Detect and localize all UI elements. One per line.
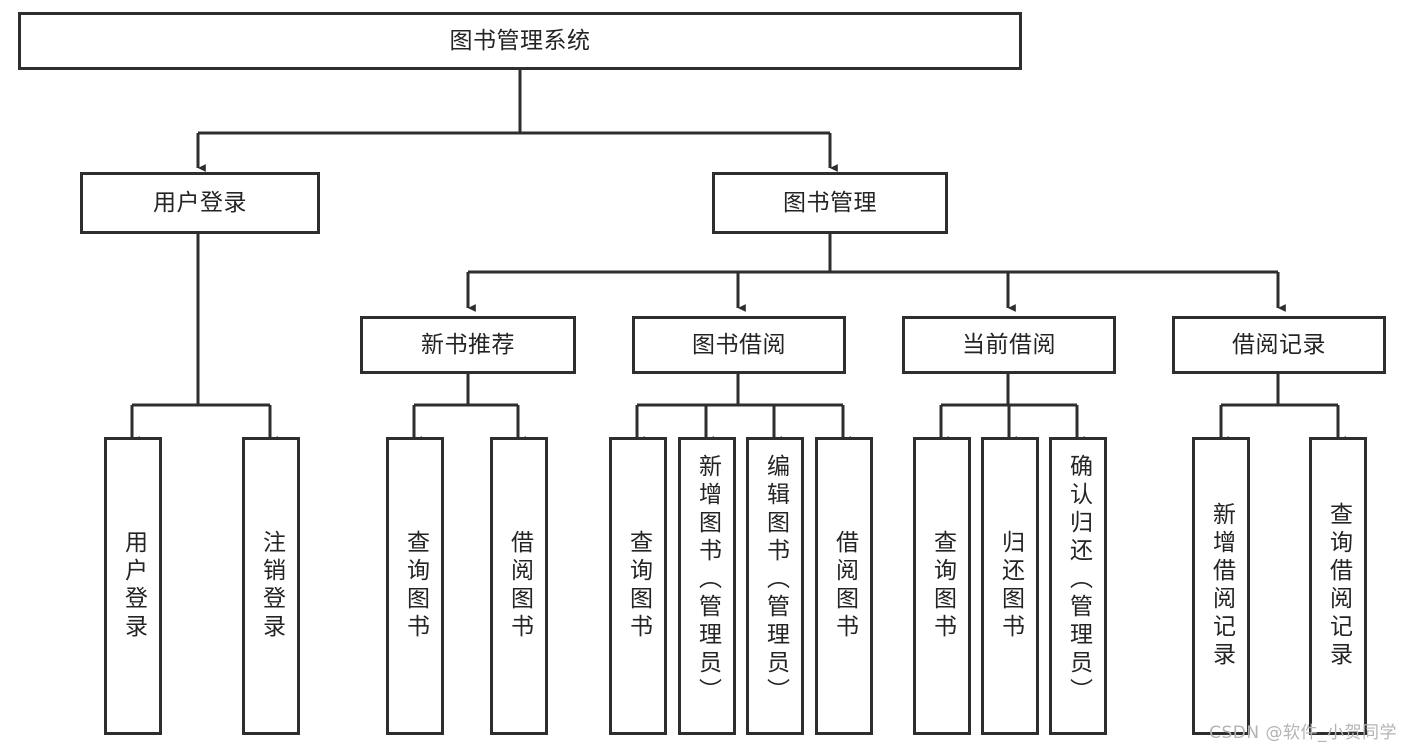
node-label: 查询借阅记录 [1325,502,1352,670]
node-leaf-user-login[interactable]: 用户登录 [104,437,162,735]
node-leaf-add-book-admin[interactable]: 新增图书（管理员） [678,437,736,735]
node-user-login[interactable]: 用户登录 [80,172,320,234]
node-leaf-borrow-book-borrowing[interactable]: 借阅图书 [815,437,873,735]
node-current-borrowing[interactable]: 当前借阅 [902,316,1116,374]
node-label: 查询图书 [929,530,956,642]
node-leaf-confirm-return-admin[interactable]: 确认归还（管理员） [1049,437,1107,735]
node-label: 借阅记录 [1232,331,1326,358]
node-leaf-borrow-book-recommendation[interactable]: 借阅图书 [490,437,548,735]
node-label: 当前借阅 [962,331,1056,358]
node-book-management[interactable]: 图书管理 [712,172,948,234]
node-label: 用户登录 [153,189,247,216]
node-root-book-management-system[interactable]: 图书管理系统 [18,12,1022,70]
node-label: 借阅图书 [831,530,858,642]
node-label: 用户登录 [120,530,147,642]
node-label: 图书管理 [783,189,877,216]
node-leaf-edit-book-admin[interactable]: 编辑图书（管理员） [746,437,804,735]
node-book-borrowing[interactable]: 图书借阅 [632,316,846,374]
node-label: 查询图书 [625,530,652,642]
node-leaf-return-book[interactable]: 归还图书 [981,437,1039,735]
node-leaf-query-book-borrowing[interactable]: 查询图书 [609,437,667,735]
node-leaf-query-borrow-record[interactable]: 查询借阅记录 [1309,437,1367,735]
node-label: 新书推荐 [421,331,515,358]
node-label: 新增借阅记录 [1208,502,1235,670]
node-label: 图书借阅 [692,331,786,358]
node-label: 编辑图书（管理员） [762,454,789,706]
node-leaf-query-book-current[interactable]: 查询图书 [913,437,971,735]
node-leaf-add-borrow-record[interactable]: 新增借阅记录 [1192,437,1250,735]
node-label: 注销登录 [258,530,285,642]
node-label: 新增图书（管理员） [694,454,721,706]
node-leaf-query-book-recommendation[interactable]: 查询图书 [386,437,444,735]
node-new-book-recommendation[interactable]: 新书推荐 [360,316,576,374]
node-borrowing-record[interactable]: 借阅记录 [1172,316,1386,374]
node-label: 借阅图书 [506,530,533,642]
node-label: 图书管理系统 [449,27,591,54]
node-leaf-logout[interactable]: 注销登录 [242,437,300,735]
node-label: 确认归还（管理员） [1065,454,1092,706]
node-label: 查询图书 [402,530,429,642]
node-label: 归还图书 [997,530,1024,642]
